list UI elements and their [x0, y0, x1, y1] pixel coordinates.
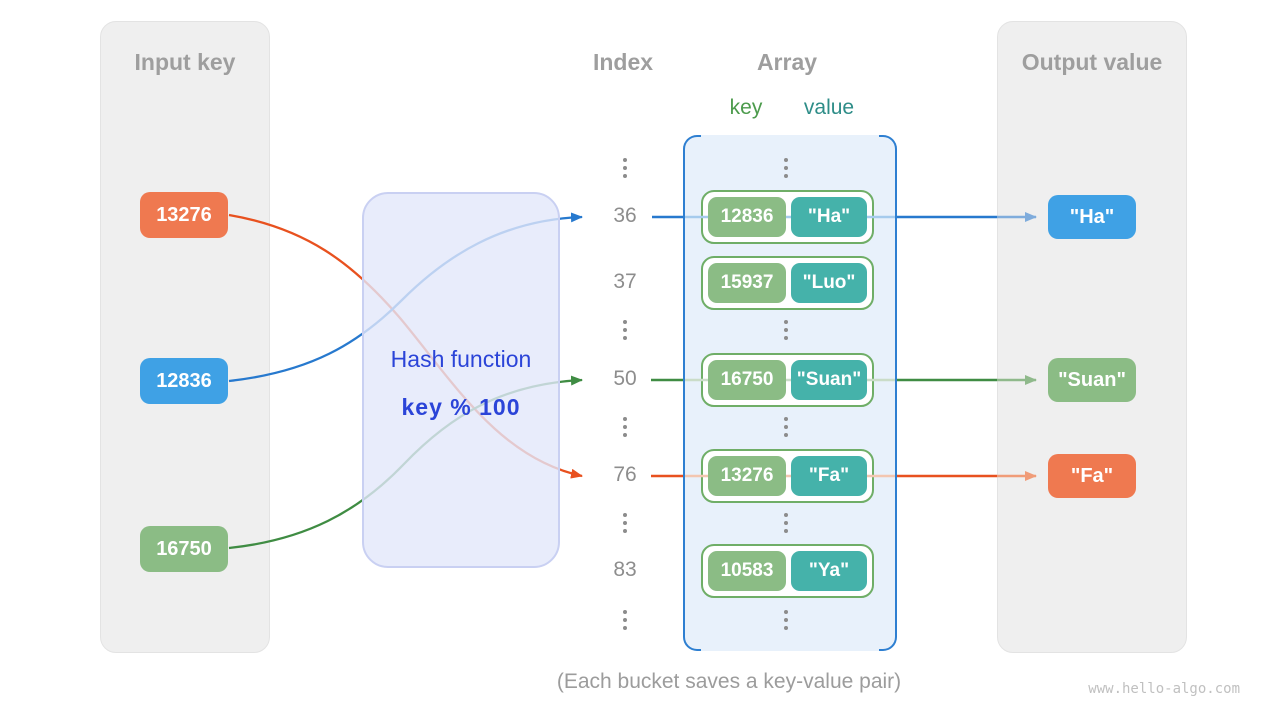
key-column-label: key — [729, 96, 763, 119]
bucket-key: 15937 — [708, 263, 786, 303]
bucket-key: 12836 — [708, 197, 786, 237]
array-ellipsis — [783, 158, 788, 178]
bucket-key: 10583 — [708, 551, 786, 591]
index-ellipsis — [622, 610, 627, 630]
output-panel-title: Output value — [1021, 49, 1163, 75]
input-key-12836: 12836 — [140, 358, 228, 404]
index-83: 83 — [613, 558, 637, 581]
hash-function-title: Hash function — [390, 346, 532, 372]
input-key-16750: 16750 — [140, 526, 228, 572]
output-value-suan: "Suan" — [1048, 358, 1136, 402]
array-bracket-left — [683, 135, 701, 651]
bucket-value: "Luo" — [791, 263, 867, 303]
input-key-13276: 13276 — [140, 192, 228, 238]
bucket-value: "Ya" — [791, 551, 867, 591]
array-ellipsis — [783, 513, 788, 533]
output-value-ha: "Ha" — [1048, 195, 1136, 239]
array-ellipsis — [783, 610, 788, 630]
array-ellipsis — [783, 320, 788, 340]
output-value-fa: "Fa" — [1048, 454, 1136, 498]
bucket-value: "Ha" — [791, 197, 867, 237]
array-column-title: Array — [756, 49, 818, 75]
array-ellipsis — [783, 417, 788, 437]
index-37: 37 — [613, 270, 637, 293]
value-column-label: value — [803, 96, 855, 119]
index-column-title: Index — [592, 49, 654, 75]
index-ellipsis — [622, 320, 627, 340]
array-bracket-right — [879, 135, 897, 651]
index-ellipsis — [622, 158, 627, 178]
hash-function-formula: key % 100 — [401, 394, 521, 420]
bucket-key: 13276 — [708, 456, 786, 496]
bucket-value: "Fa" — [791, 456, 867, 496]
bucket-key: 16750 — [708, 360, 786, 400]
figure-caption: (Each bucket saves a key-value pair) — [556, 670, 902, 693]
watermark: www.hello-algo.com — [1088, 681, 1240, 697]
input-panel-title: Input key — [134, 49, 236, 75]
hash-function-box — [362, 192, 560, 568]
index-50: 50 — [613, 367, 637, 390]
index-ellipsis — [622, 513, 627, 533]
index-ellipsis — [622, 417, 627, 437]
bucket-value: "Suan" — [791, 360, 867, 400]
index-76: 76 — [613, 463, 637, 486]
index-36: 36 — [613, 204, 637, 227]
output-value-panel — [997, 21, 1187, 653]
